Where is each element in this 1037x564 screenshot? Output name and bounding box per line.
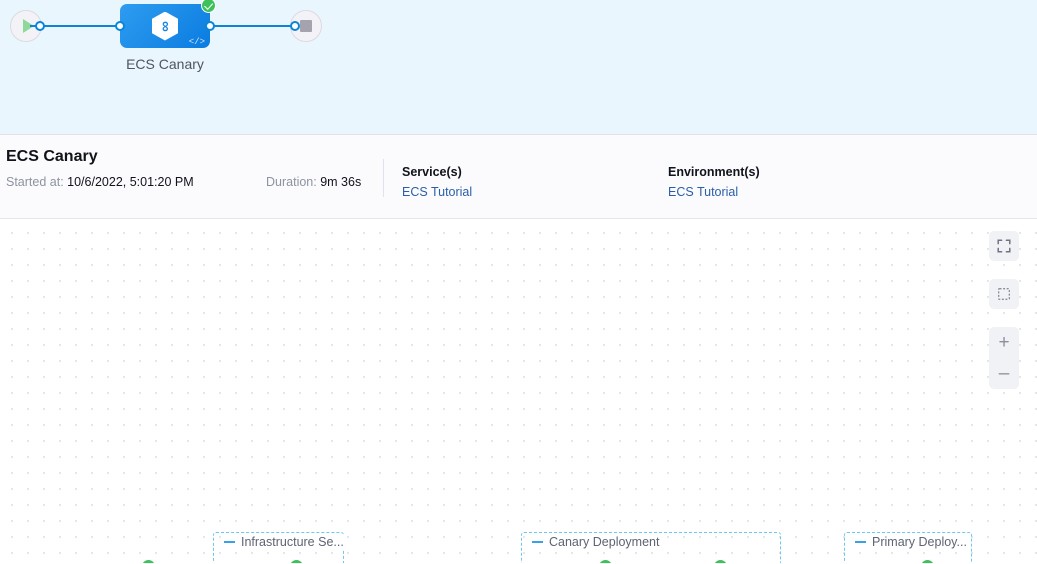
- mini-stage-ecs-canary[interactable]: ∞ </>: [120, 4, 210, 48]
- code-tag: </>: [188, 37, 205, 47]
- group-label-infrastructure: Infrastructure Se...: [221, 535, 347, 549]
- group-primary-deployment[interactable]: [844, 532, 972, 563]
- collapse-minus-icon[interactable]: [224, 541, 235, 543]
- collapse-minus-icon[interactable]: [855, 541, 866, 543]
- mini-pipeline-banner: ∞ </> ECS Canary: [0, 0, 1037, 135]
- select-area-button[interactable]: [989, 279, 1019, 309]
- execution-graph-canvas[interactable]: Infrastructure Se... Canary Deployment P…: [0, 219, 1037, 563]
- mini-stage-in-port[interactable]: [115, 21, 125, 31]
- dashed-square-icon: [998, 288, 1010, 300]
- group-label-canary: Canary Deployment: [529, 535, 663, 549]
- mini-wire-start-stage: [30, 24, 140, 28]
- mini-wire-stage-end: [186, 24, 296, 28]
- stop-icon: [300, 20, 312, 32]
- mini-stage-out-port[interactable]: [205, 21, 215, 31]
- mini-stage-label: ECS Canary: [126, 56, 204, 72]
- environments-value-link[interactable]: ECS Tutorial: [668, 185, 739, 199]
- details-divider: [383, 159, 384, 197]
- duration-text: Duration: 9m 36s: [266, 175, 362, 189]
- zoom-in-button[interactable]: +: [998, 332, 1010, 353]
- expand-icon: [997, 239, 1011, 253]
- group-title: Infrastructure Se...: [241, 535, 344, 549]
- mini-start-port[interactable]: [35, 21, 45, 31]
- page-title: ECS Canary: [6, 148, 98, 165]
- harness-hexagon-icon: ∞: [152, 11, 178, 41]
- group-label-primary: Primary Deploy...: [852, 535, 970, 549]
- status-badge-success: [201, 0, 216, 13]
- started-at-value: 10/6/2022, 5:01:20 PM: [67, 175, 194, 189]
- duration-label: Duration: [266, 175, 314, 189]
- started-at-label: Started at: [6, 175, 61, 189]
- group-title: Primary Deploy...: [872, 535, 967, 549]
- collapse-minus-icon[interactable]: [532, 541, 543, 543]
- services-value-link[interactable]: ECS Tutorial: [402, 185, 473, 199]
- duration-value: 9m 36s: [320, 175, 362, 189]
- play-icon: [22, 19, 34, 33]
- group-title: Canary Deployment: [549, 535, 660, 549]
- environments-column: Environment(s) ECS Tutorial: [668, 165, 760, 199]
- services-column: Service(s) ECS Tutorial: [402, 165, 472, 199]
- execution-details-bar: ECS Canary Started at: 10/6/2022, 5:01:2…: [0, 135, 1037, 219]
- started-at-text: Started at: 10/6/2022, 5:01:20 PM: [6, 175, 194, 189]
- services-heading: Service(s): [402, 165, 462, 179]
- group-canary-deployment[interactable]: [521, 532, 781, 563]
- zoom-controls[interactable]: + –: [989, 327, 1019, 389]
- status-badge-success: [141, 559, 156, 563]
- mini-end-port[interactable]: [290, 21, 300, 31]
- zoom-out-button[interactable]: –: [998, 363, 1010, 384]
- environments-heading: Environment(s): [668, 165, 760, 179]
- fit-to-screen-button[interactable]: [989, 231, 1019, 261]
